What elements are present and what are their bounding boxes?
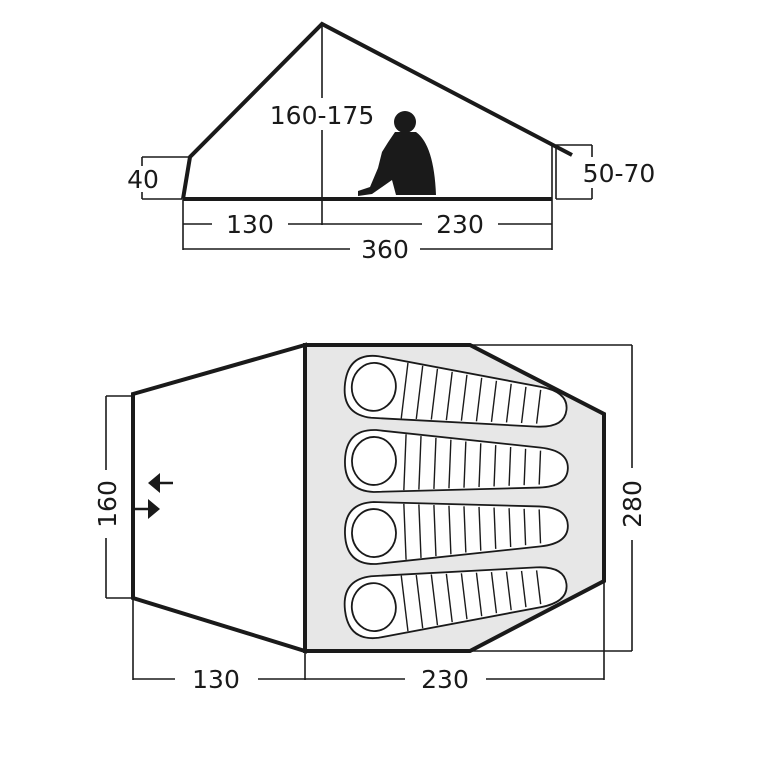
side-length-dimensions: 130 230 360	[182, 199, 553, 264]
inner-width-label: 280	[618, 480, 647, 528]
rear-height-label: 50-70	[583, 159, 656, 188]
side-inner-length-label: 230	[436, 210, 484, 239]
sleeping-bag-icon	[343, 566, 568, 640]
vestibule-width-dimension: 160	[93, 395, 133, 599]
peak-label-bg	[262, 98, 382, 130]
tent-side-profile	[181, 21, 573, 200]
floor-length-dimensions: 130 230	[132, 581, 605, 694]
entrance-arrows-icon	[135, 473, 173, 519]
front-height-label: 40	[127, 165, 159, 194]
floor-vestibule-length-label: 130	[192, 665, 240, 694]
front-height-dimension: 40	[127, 156, 188, 200]
sleeping-bags	[343, 354, 569, 640]
sleeping-bag-icon	[343, 354, 568, 428]
rear-height-dimension: 50-70	[556, 144, 656, 200]
inner-width-dimension: 280	[470, 344, 647, 652]
side-vestibule-length-label: 130	[226, 210, 274, 239]
side-total-length-label: 360	[361, 235, 409, 264]
sleeping-bag-icon	[344, 501, 569, 565]
floor-plan: 160 280 130 230	[93, 342, 647, 694]
sitting-person-icon	[358, 111, 436, 196]
peak-height-label: 160-175	[270, 101, 374, 130]
vestibule	[131, 342, 307, 654]
sleeping-bag-icon	[344, 429, 569, 493]
floor-inner-length-label: 230	[421, 665, 469, 694]
vestibule-width-label: 160	[93, 480, 122, 528]
side-view: 160-175 40 50-70 1	[127, 21, 656, 264]
